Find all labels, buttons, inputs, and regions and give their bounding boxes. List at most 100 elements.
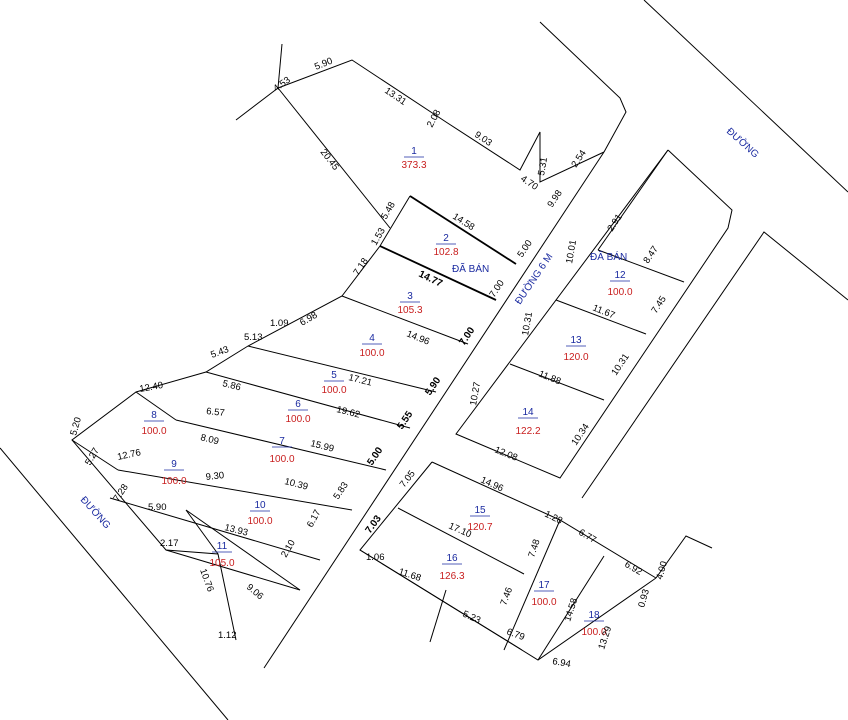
lot-area: 126.3 — [439, 571, 464, 582]
dimension-label: 1.06 — [366, 552, 385, 563]
lot-area: 120.7 — [467, 522, 492, 533]
lot-18: 18 100.0 — [581, 610, 606, 638]
lot-17: 17 100.0 — [531, 580, 556, 608]
lot-number: 2 — [443, 233, 449, 244]
dimension-label: 11.67 — [591, 303, 617, 322]
road-label-bottom-left: ĐƯỜNG — [78, 493, 114, 531]
lot-area: 100.0 — [359, 348, 384, 359]
dimension-label: 4.53 — [271, 75, 292, 95]
lot-area: 100.0 — [161, 476, 186, 487]
lot-area: 100.0 — [531, 597, 556, 608]
dimension-label: 12.76 — [116, 447, 142, 463]
dimension-label: 5.86 — [221, 378, 242, 393]
dimension-label: 8.09 — [199, 432, 220, 447]
lot-area: 100.0 — [285, 414, 310, 425]
dimension-label: 10.76 — [197, 567, 215, 593]
dimension-label: 14.96 — [479, 475, 505, 495]
lot-number: 9 — [171, 459, 177, 470]
lot-number: 12 — [614, 270, 626, 281]
lot-15: 15 120.7 — [467, 505, 492, 533]
dimension-label: 10.27 — [468, 381, 483, 406]
dimension-label: 6.98 — [298, 310, 320, 329]
lot-number: 10 — [254, 500, 266, 511]
dimension-label: 7.05 — [398, 468, 418, 489]
dimension-label: 5.00 — [515, 238, 534, 259]
lot-area: 100.0 — [247, 516, 272, 527]
dimension-label: 1.12 — [218, 630, 237, 641]
lot-4: 4 100.0 — [359, 333, 384, 359]
lot-2: 2 102.8 — [433, 233, 458, 258]
dimension-label: 5.55 — [395, 409, 415, 432]
dimension-label: 17.21 — [347, 372, 373, 388]
dimension-label: 6.17 — [305, 508, 323, 529]
dimension-label: 6.57 — [206, 406, 226, 419]
dimension-label: 5.00 — [365, 445, 385, 468]
lot-9: 9 100.0 — [161, 459, 186, 487]
lot-area: 100.0 — [607, 287, 632, 298]
dimension-label: 2.54 — [569, 148, 588, 169]
dimension-label: 5.83 — [331, 480, 350, 501]
dimension-label: 6.94 — [551, 656, 571, 670]
lot-13: 13 120.0 — [563, 335, 588, 363]
dimension-label: 10.39 — [283, 476, 309, 492]
lot-number: 5 — [331, 370, 337, 381]
lot-16: 16 126.3 — [439, 553, 464, 582]
lot-number: 11 — [217, 541, 228, 552]
dimension-label: 9.06 — [244, 582, 265, 602]
dimension-label: 10.34 — [569, 422, 591, 448]
road-6m-left-edge — [263, 151, 605, 669]
lot-area: 100.0 — [141, 426, 166, 437]
dimension-label: 20.45 — [318, 147, 341, 173]
dimension-label: 11.88 — [537, 369, 563, 388]
dimension-label: 9.98 — [545, 188, 564, 209]
dimension-label: 7.18 — [351, 256, 370, 277]
dimension-label: 5.31 — [536, 156, 550, 176]
dimension-label: 0.93 — [636, 588, 652, 609]
lot-area: 120.0 — [563, 352, 588, 363]
dimension-label: 5.20 — [68, 416, 84, 437]
road-top-right-upper — [643, 0, 848, 193]
dimension-label: 7.45 — [649, 294, 668, 315]
dimension-label: 6.77 — [577, 527, 599, 546]
dimension-label: 12.40 — [139, 380, 164, 395]
lot-1: 1 373.3 — [401, 146, 426, 171]
lot-area: 100.0 — [321, 385, 346, 396]
dimension-label: 2.10 — [279, 538, 298, 560]
dimension-label: 7.00 — [457, 325, 477, 348]
lot-number: 8 — [151, 410, 157, 421]
block-12-14-outline — [455, 149, 733, 479]
road-right-inner — [581, 231, 848, 499]
road-top-right-lower — [539, 21, 627, 153]
lot-12: 12 100.0 — [607, 270, 632, 298]
lot-number: 3 — [407, 291, 413, 302]
dimension-label: 7.00 — [487, 278, 506, 299]
road-bottom-left-edge — [0, 447, 229, 720]
dimension-label: 11.68 — [397, 566, 422, 584]
lot-number: 18 — [588, 610, 600, 621]
lot-11: 11 105.0 — [209, 541, 234, 569]
lot-8: 8 100.0 — [141, 410, 166, 437]
sold-label-lot-12: ĐÃ BÁN — [590, 250, 627, 263]
dimension-label: 12.08 — [493, 445, 519, 464]
lot-number: 14 — [522, 407, 534, 418]
lot-3: 3 105.3 — [397, 291, 422, 316]
dimension-label: 10.01 — [564, 239, 579, 264]
lot-number: 16 — [446, 553, 458, 564]
dimension-label: 7.28 — [111, 482, 130, 503]
block-15-18-boundaries — [359, 461, 657, 661]
lot-10: 10 100.0 — [247, 500, 272, 527]
lot-5: 5 100.0 — [321, 370, 346, 396]
dimension-label: 1.09 — [270, 318, 289, 329]
road-bottom-edge — [655, 535, 713, 579]
dimension-label: 5.13 — [244, 332, 263, 343]
left-block-boundaries — [71, 195, 517, 641]
dimension-label: 14.77 — [417, 269, 445, 290]
dimension-label: 5.90 — [148, 502, 167, 513]
dimension-label: 4.00 — [654, 560, 670, 581]
dimension-label: 10.31 — [609, 352, 631, 378]
lot-number: 15 — [474, 505, 486, 516]
dimension-label: 1.28 — [543, 509, 564, 527]
dimension-label: 13.93 — [223, 522, 249, 538]
